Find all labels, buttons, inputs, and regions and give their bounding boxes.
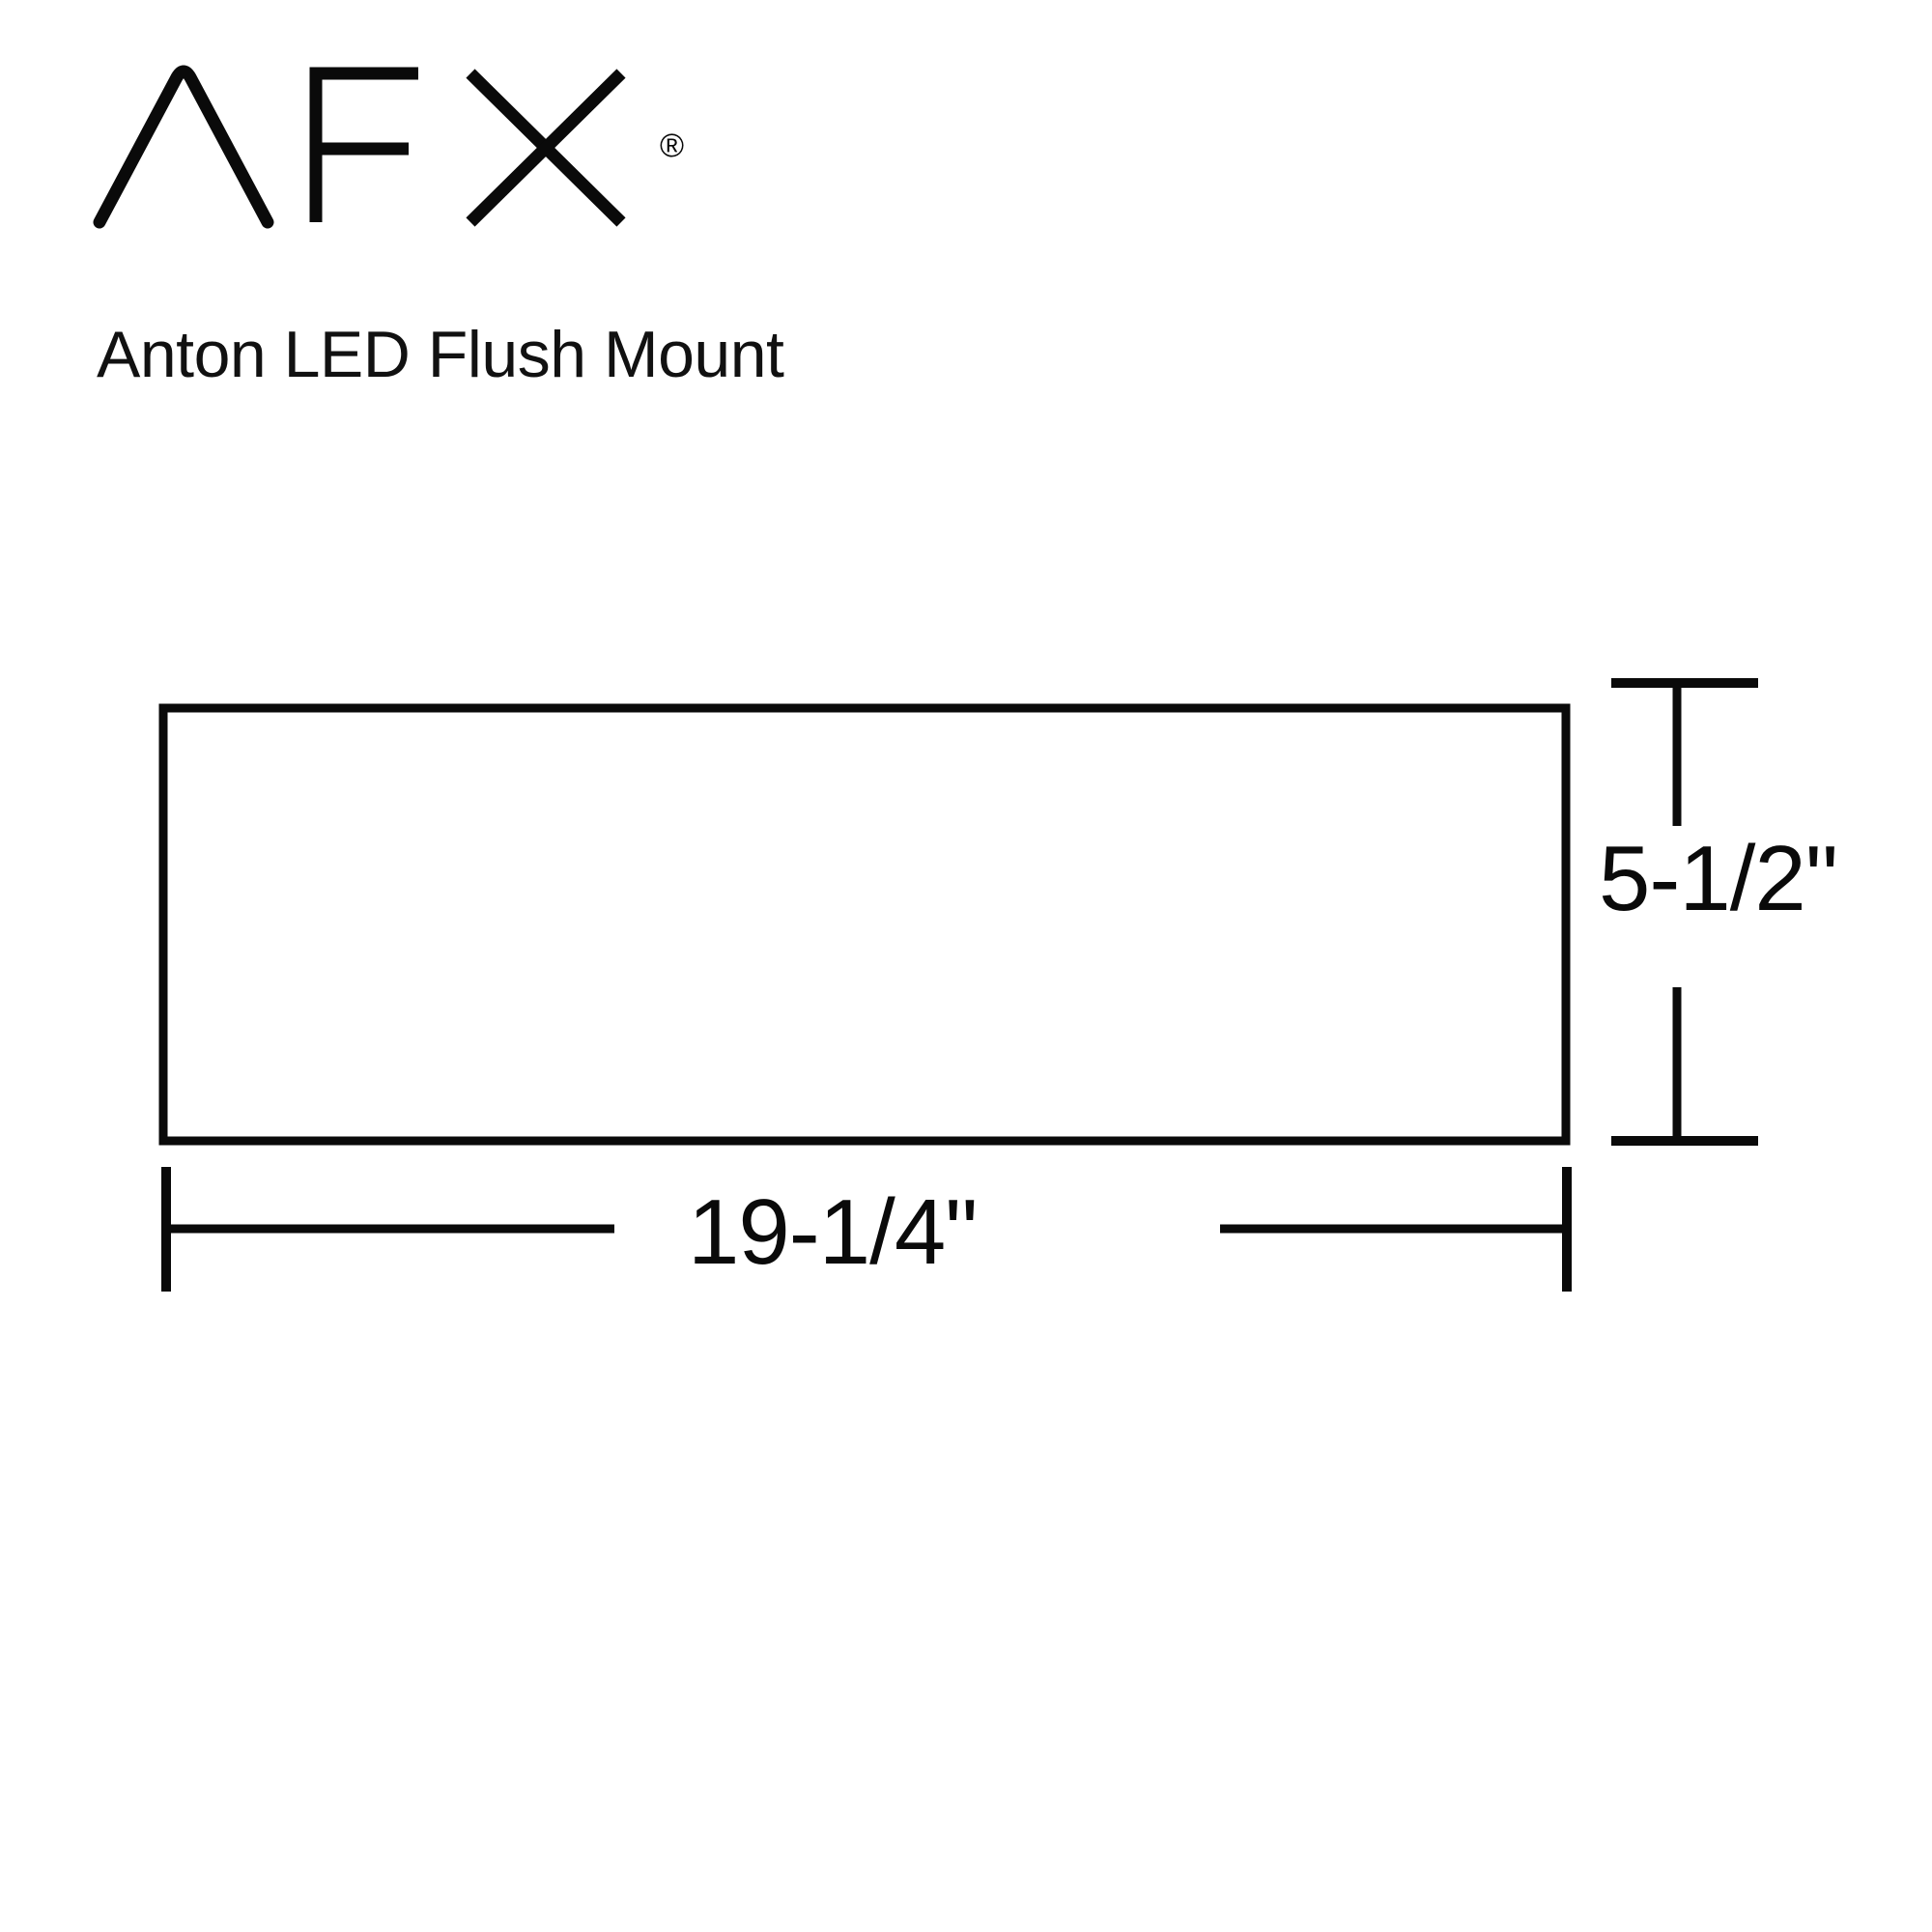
brand-block: ® Anton LED Flush Mount xyxy=(92,56,784,390)
afx-wordmark-logo xyxy=(92,56,633,230)
width-dimension-group xyxy=(161,1167,1572,1292)
registered-trademark-icon: ® xyxy=(660,128,685,164)
product-title: Anton LED Flush Mount xyxy=(97,318,784,391)
width-dimension-label: 19-1/4" xyxy=(688,1180,978,1284)
height-dimension-label: 5-1/2" xyxy=(1599,827,1838,930)
fixture-outline-rect xyxy=(158,703,1571,1146)
height-dimension-group xyxy=(1611,678,1758,1146)
